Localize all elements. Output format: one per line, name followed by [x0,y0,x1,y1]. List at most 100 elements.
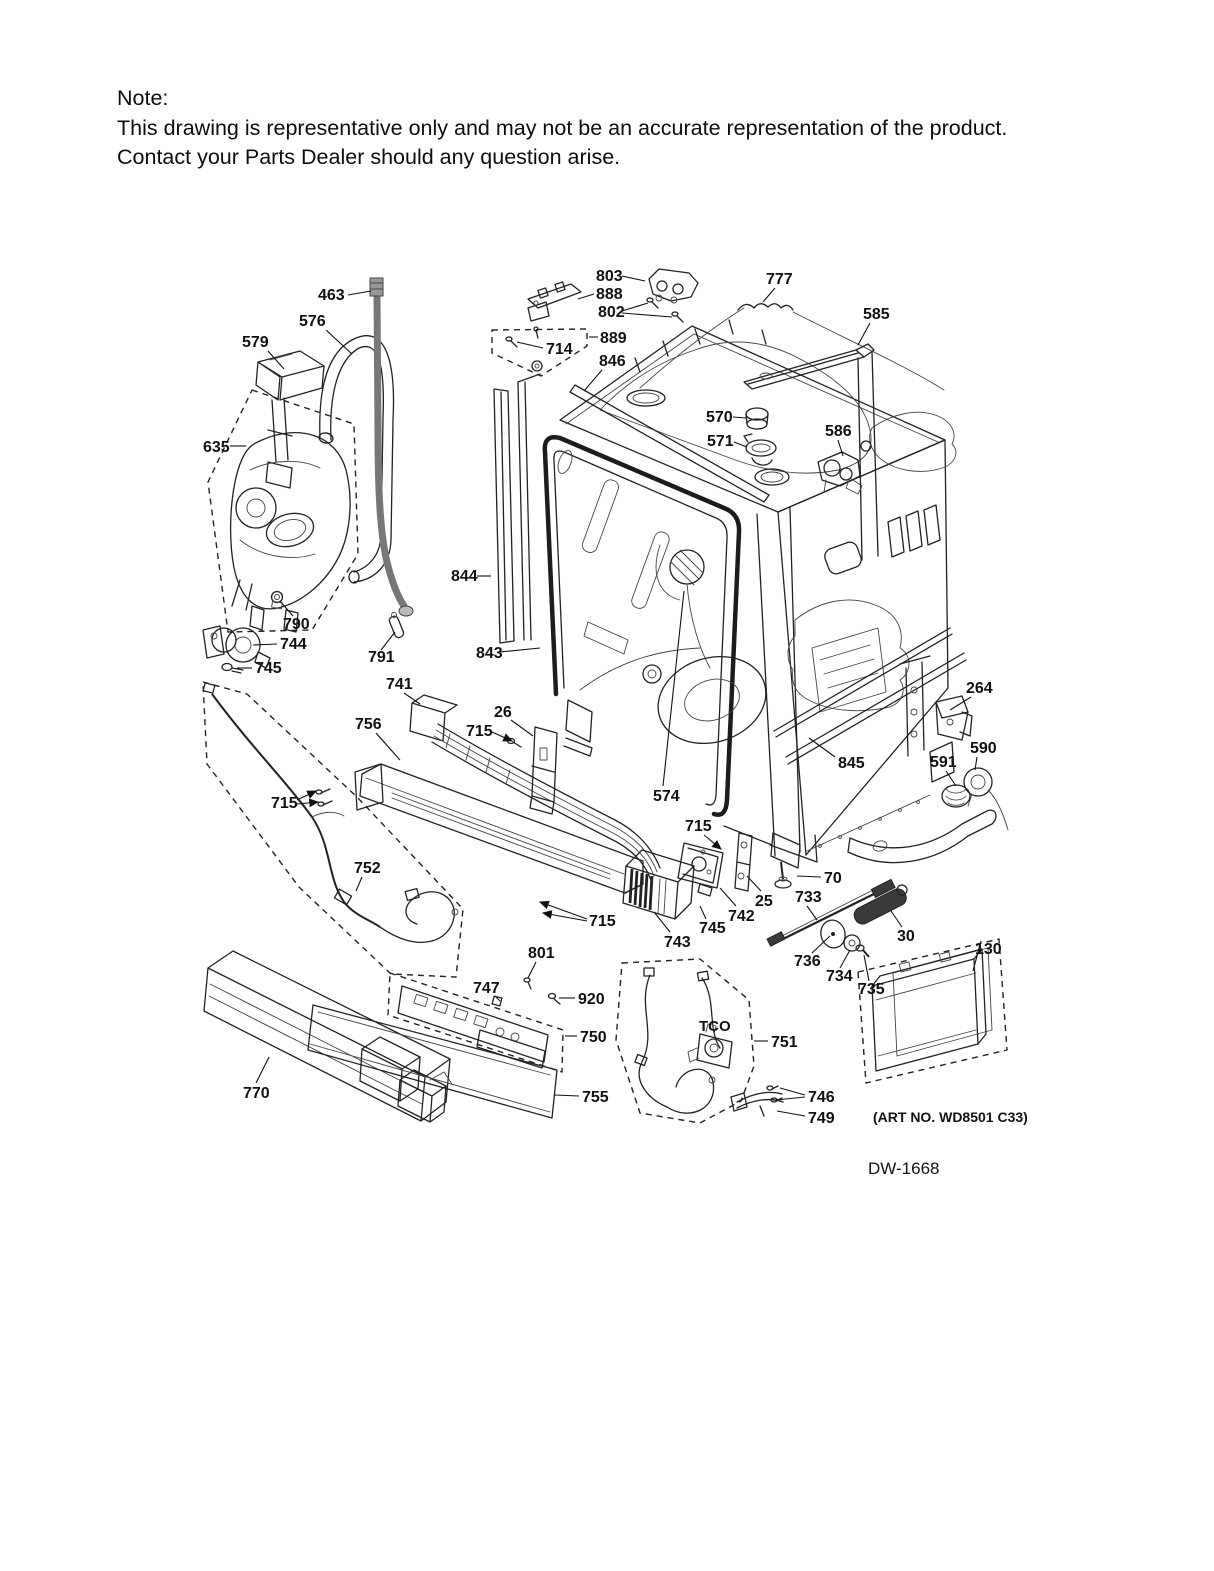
leader-line [491,731,514,742]
note-line-1: This drawing is representative only and … [117,116,1008,140]
insulation-and-control-board [203,950,564,1123]
callout-tco: TCO [699,1018,731,1035]
leader-line [732,416,747,419]
latch-and-brackets [491,268,699,377]
callout-791: 791 [368,649,395,666]
callout-920: 920 [578,991,605,1008]
leader-line [945,770,957,787]
leader-line [808,737,836,758]
callout-463: 463 [318,287,345,304]
callout-742: 742 [728,908,755,925]
callout-846: 846 [599,353,626,370]
callout-844: 844 [451,568,478,585]
leader-line [776,1110,806,1117]
access-panel-130 [857,938,1008,1084]
leader-line [733,441,748,448]
leader-line [527,961,537,979]
leader-line [541,910,588,922]
callout-756: 756 [355,716,382,733]
callout-715: 715 [271,795,298,812]
callout-635: 635 [203,439,230,456]
callout-579: 579 [242,334,269,351]
vent-cap-and-valve [743,407,863,495]
callout-803: 803 [596,268,623,285]
callout-30: 30 [897,928,915,945]
callout-714: 714 [546,341,573,358]
callout-735: 735 [858,981,885,998]
callout-734: 734 [826,968,853,985]
leader-line [621,312,673,318]
callout-770: 770 [243,1085,270,1102]
leader-line [762,287,776,303]
callout-70: 70 [824,870,842,887]
leader-line [255,1056,270,1084]
junction-box-and-heater-parts [622,832,908,958]
callout-25: 25 [755,893,773,910]
callout-743: 743 [664,934,691,951]
callout-715: 715 [466,723,493,740]
callout-749: 749 [808,1110,835,1127]
callout-26: 26 [494,704,512,721]
leader-line [806,905,818,921]
note-title: Note: [117,86,169,110]
callout-570: 570 [706,409,733,426]
leader-line [325,329,353,355]
leader-line [974,756,978,771]
leader-line [296,790,317,801]
leader-line [653,911,671,933]
callout-744: 744 [280,636,307,653]
leader-line [621,275,646,282]
door-panel-and-seal-strip [493,373,629,655]
base-rail-and-track [354,694,661,894]
leader-line [746,875,762,892]
note-line-2: Contact your Parts Dealer should any que… [117,145,621,169]
callout-layer: 4635765796357907447457917417562671584384… [203,268,1028,1178]
leader-line [355,876,363,892]
leader-line [516,341,544,349]
callout-745: 745 [699,920,726,937]
leader-line [890,910,903,928]
callout-130: 130 [975,941,1002,958]
callout-715: 715 [589,913,616,930]
leader-line [811,935,831,954]
leader-line [510,719,534,737]
leader-line [375,732,401,761]
leader-line [494,995,501,1002]
callout-752: 752 [354,860,381,877]
leader-line [538,900,588,920]
leader-line [621,302,649,312]
tub-body [542,303,1009,869]
callout-746: 746 [808,1089,835,1106]
leader-line [577,293,595,300]
callout-777: 777 [766,271,793,288]
note-block: Note: This drawing is representative onl… [117,84,1127,172]
callout-dw-1668: DW-1668 [868,1159,940,1178]
callout-801: 801 [528,945,555,962]
callout-747: 747 [473,980,500,997]
leader-line [857,322,871,346]
callout-751: 751 [771,1034,798,1051]
leader-line [296,798,320,808]
leader-line [279,600,294,617]
leader-line [837,439,844,457]
callout-845: 845 [838,755,865,772]
callout-264: 264 [966,680,993,697]
callout-art-no-wd8501-c33: (ART NO. WD8501 C33) [873,1109,1028,1125]
leader-line [796,875,822,878]
callout-888: 888 [596,286,623,303]
leader-line [972,940,982,972]
callout-889: 889 [600,330,627,347]
callout-571: 571 [707,433,734,450]
fill-hose-and-reservoir [202,277,414,674]
leader-line [252,643,278,646]
leader-line [583,369,603,392]
leader-line [863,954,870,982]
callout-755: 755 [582,1089,609,1106]
leader-line [347,290,372,296]
callout-585: 585 [863,306,890,323]
leader-line [775,1096,806,1101]
callout-715: 715 [685,818,712,835]
leader-line [699,905,707,920]
